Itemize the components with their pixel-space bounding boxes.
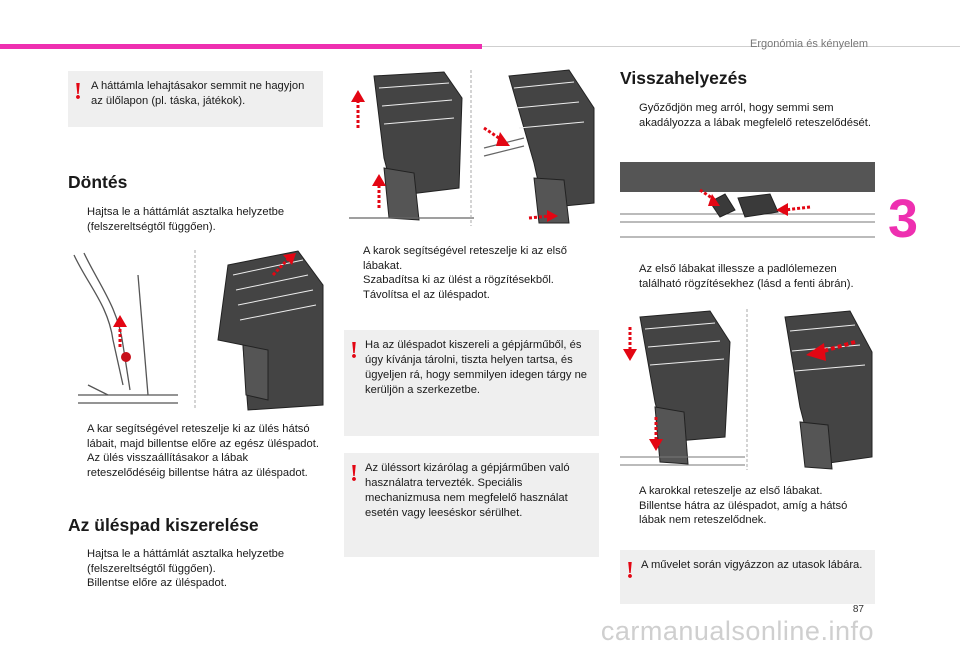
list-item: Hajtsa le a háttámlát asztalka helyzetbe…: [87, 548, 285, 575]
figure-floor-anchors: [620, 162, 875, 254]
replace-steps-list-3: A karokkal reteszelje az első lábakat. B…: [620, 484, 875, 528]
list-item: Hajtsa le a háttámlát asztalka helyzetbe…: [87, 206, 285, 233]
header-accent-bar: [0, 44, 482, 49]
heading-tilt: Döntés: [68, 172, 128, 192]
header-rule: [482, 46, 960, 47]
warning-box-backrest: ! A háttámla lehajtásakor semmit ne hagy…: [68, 71, 323, 127]
page-number: 87: [852, 604, 864, 615]
figure-reinstall: [620, 307, 875, 472]
warning-icon: !: [350, 338, 358, 364]
tilt-steps-list-2: A kar segítségével reteszelje ki az ülés…: [68, 422, 323, 480]
unlock-steps-list: A karok segítségével reteszelje ki az el…: [344, 244, 599, 302]
figure-tilt-lever: [68, 245, 326, 415]
list-item: Billentse hátra az üléspadot, amíg a hát…: [639, 499, 848, 527]
warning-text: A művelet során vigyázzon az utasok lábá…: [641, 559, 863, 571]
lever-marker: [121, 352, 131, 362]
warning-icon: !: [626, 558, 634, 584]
list-item: Az ülés visszaállításakor a lábak retesz…: [87, 452, 308, 479]
list-item: A karok segítségével reteszelje ki az el…: [363, 245, 567, 272]
section-title: Ergonómia és kényelem: [749, 38, 868, 50]
list-item: A kar segítségével reteszelje ki az ülés…: [87, 423, 319, 450]
watermark: carmanualsonline.info: [600, 616, 874, 646]
replace-steps-list-1: Győződjön meg arról, hogy semmi sem akad…: [620, 101, 875, 130]
list-item: Az első lábakat illessze a padlólemezen …: [639, 263, 854, 290]
warning-icon: !: [350, 461, 358, 487]
warning-box-usage: ! Az üléssort kizárólag a gépjárműben va…: [344, 453, 599, 557]
warning-icon: !: [74, 79, 82, 105]
heading-replace: Visszahelyezés: [620, 68, 748, 88]
list-item: Billentse előre az üléspadot.: [87, 577, 227, 589]
tilt-steps-list: Hajtsa le a háttámlát asztalka helyzetbe…: [68, 205, 323, 234]
remove-steps-list: Hajtsa le a háttámlát asztalka helyzetbe…: [68, 547, 323, 591]
warning-text: Az üléssort kizárólag a gépjárműben való…: [365, 462, 570, 519]
warning-box-feet: ! A művelet során vigyázzon az utasok lá…: [620, 550, 875, 604]
replace-steps-list-2: Az első lábakat illessze a padlólemezen …: [620, 262, 875, 291]
warning-text: A háttámla lehajtásakor semmit ne hagyjo…: [91, 80, 305, 107]
warning-box-storage: ! Ha az üléspadot kiszereli a gépjárműbő…: [344, 330, 599, 436]
figure-front-legs-unlock: [344, 68, 599, 228]
warning-text: Ha az üléspadot kiszereli a gépjárműből,…: [365, 339, 588, 396]
list-item: Szabadítsa ki az ülést a rögzítésekből.: [363, 274, 554, 286]
heading-remove: Az üléspad kiszerelése: [68, 515, 259, 535]
list-item: Távolítsa el az üléspadot.: [363, 288, 490, 301]
list-item: Győződjön meg arról, hogy semmi sem akad…: [639, 102, 871, 129]
chapter-number: 3: [887, 189, 918, 249]
list-item: A karokkal reteszelje az első lábakat.: [639, 485, 823, 497]
